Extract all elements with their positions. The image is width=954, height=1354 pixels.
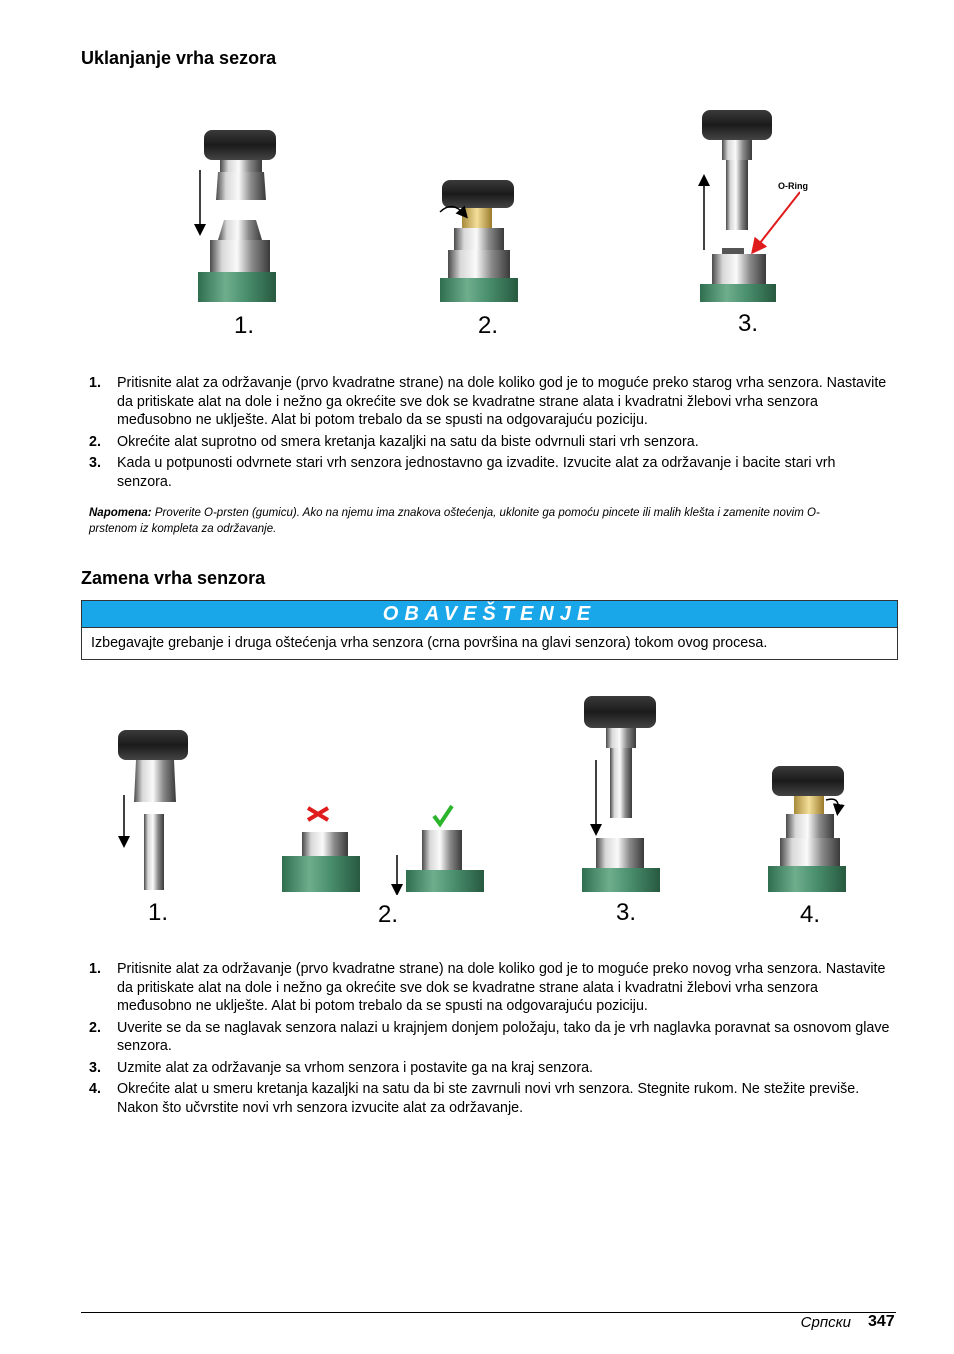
notice-box: OBAVEŠTENJE Izbegavajte grebanje i druga… <box>81 600 898 660</box>
removal-figure-label-1: 1. <box>234 312 255 339</box>
replacement-figure-label-4: 4. <box>800 901 821 928</box>
replacement-step2-illustration <box>282 804 484 895</box>
list-item: 1.Pritisnite alat za održavanje (prvo kv… <box>89 375 887 428</box>
replacement-figure-label-1: 1. <box>148 899 169 926</box>
cross-icon <box>306 806 330 822</box>
removal-note: Napomena: Proverite O-prsten (gumicu). A… <box>89 505 849 537</box>
removal-step2-illustration <box>439 180 518 302</box>
check-icon <box>432 804 454 828</box>
replacement-step3-illustration <box>582 696 660 892</box>
page-number: 347 <box>868 1313 895 1330</box>
list-item: 1.Pritisnite alat za održavanje (prvo kv… <box>89 961 886 1014</box>
replacement-figure <box>118 696 846 895</box>
section-title-replacement: Zamena vrha senzora <box>81 568 266 588</box>
footer-language: Српски <box>800 1314 851 1331</box>
notice-text: Izbegavajte grebanje i druga oštećenja v… <box>91 635 768 651</box>
list-item: 3.Uzmite alat za održavanje sa vrhom sen… <box>89 1059 593 1076</box>
removal-figure <box>194 110 800 302</box>
footer-divider <box>81 1312 896 1313</box>
removal-figure-label-3: 3. <box>738 310 759 337</box>
list-item: 3.Kada u potpunosti odvrnete stari vrh s… <box>89 455 836 490</box>
list-item: 2.Okrećite alat suprotno od smera kretan… <box>89 433 699 450</box>
replacement-figure-label-2: 2. <box>378 901 399 928</box>
replacement-steps-list: 1.Pritisnite alat za održavanje (prvo kv… <box>81 960 893 1120</box>
removal-steps-list: 1.Pritisnite alat za održavanje (prvo kv… <box>81 374 893 494</box>
note-text: Proverite O-prsten (gumicu). Ako na njem… <box>89 507 820 535</box>
notice-title: OBAVEŠTENJE <box>82 601 897 628</box>
removal-step1-illustration <box>194 130 276 302</box>
oring-label: O-Ring <box>778 181 808 191</box>
note-label: Napomena: <box>89 507 152 519</box>
replacement-step1-illustration <box>118 730 188 890</box>
replacement-figure-label-3: 3. <box>616 899 637 926</box>
list-item: 2.Uverite se da se naglavak senzora nala… <box>89 1019 890 1055</box>
replacement-step4-illustration <box>768 766 846 892</box>
removal-step3-illustration <box>698 110 800 302</box>
list-item: 4.Okrećite alat u smeru kretanja kazaljk… <box>89 1081 860 1116</box>
removal-figure-label-2: 2. <box>478 312 499 339</box>
section-title-removal: Uklanjanje vrha sezora <box>81 48 277 68</box>
